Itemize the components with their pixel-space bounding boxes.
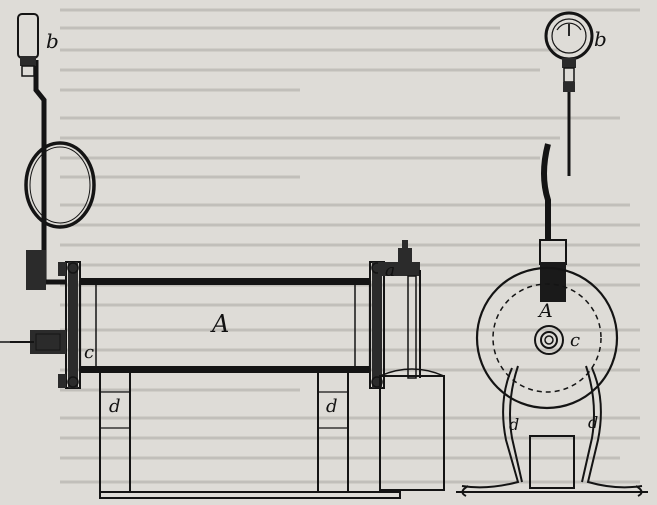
label-c-right: c bbox=[570, 330, 580, 351]
diagram-labels: b b a A A c c d d d d bbox=[46, 27, 607, 434]
label-a: a bbox=[385, 261, 395, 281]
cylinder-outline-dashed bbox=[492, 283, 602, 393]
hub-c bbox=[534, 325, 564, 355]
pressure-gauge-b-front bbox=[544, 11, 594, 176]
background-text-lines bbox=[60, 8, 640, 484]
end-view bbox=[456, 11, 648, 497]
side-view bbox=[0, 13, 445, 499]
pressure-gauge-b-side bbox=[17, 13, 39, 77]
label-c-left: c bbox=[84, 342, 94, 363]
label-b-right: b bbox=[594, 27, 607, 51]
label-d-right-2: d bbox=[588, 413, 598, 432]
stand-legs bbox=[456, 365, 648, 497]
label-d-left-2: d bbox=[326, 396, 338, 417]
valve-a bbox=[378, 240, 421, 379]
inlet-fitting-c bbox=[0, 330, 66, 354]
label-d-right-1: d bbox=[509, 415, 519, 434]
flange-disk bbox=[475, 266, 619, 410]
label-A-left: A bbox=[210, 310, 229, 338]
weight-block-right bbox=[379, 368, 445, 491]
label-d-left-1: d bbox=[109, 396, 121, 417]
label-b-left: b bbox=[46, 29, 59, 53]
support-leg-right-side bbox=[317, 371, 349, 493]
label-A-right: A bbox=[537, 300, 553, 322]
right-end-flange bbox=[369, 261, 385, 389]
side-base-plate bbox=[99, 491, 401, 499]
gauge-pipe-left bbox=[24, 60, 96, 290]
left-end-flange bbox=[58, 261, 81, 389]
